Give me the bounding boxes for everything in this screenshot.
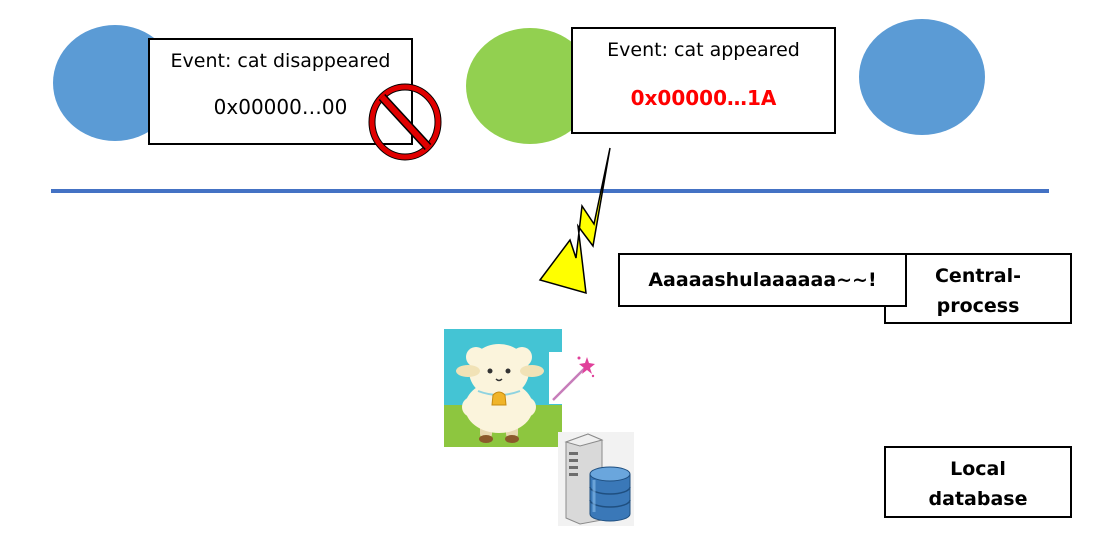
event-title: Event: cat disappeared xyxy=(170,50,391,72)
central-process-label-line1: Central- xyxy=(934,265,1022,287)
database-server-icon xyxy=(558,432,634,526)
lightning-icon xyxy=(538,147,611,295)
central-process-label-line2: process xyxy=(936,295,1020,317)
event-box-appeared: Event: cat appeared 0x00000…1A xyxy=(571,27,836,134)
magic-wand-icon xyxy=(549,352,595,404)
event-code: 0x00000…1A xyxy=(630,86,777,110)
divider-line xyxy=(51,189,1049,193)
local-database-label-line1: Local xyxy=(950,458,1006,480)
event-title: Event: cat appeared xyxy=(607,39,800,61)
sheep-icon xyxy=(444,329,562,447)
event-code: 0x00000…00 xyxy=(213,95,348,119)
shout-label: Aaaaashulaaaaaa~~! xyxy=(648,269,877,291)
no-entry-icon xyxy=(368,83,442,161)
shout-box: Aaaaashulaaaaaa~~! xyxy=(618,253,907,307)
central-process-box: Central- process xyxy=(884,253,1072,324)
blue-ellipse-right xyxy=(859,19,985,135)
local-database-box: Local database xyxy=(884,446,1072,518)
local-database-label-line2: database xyxy=(928,488,1028,510)
